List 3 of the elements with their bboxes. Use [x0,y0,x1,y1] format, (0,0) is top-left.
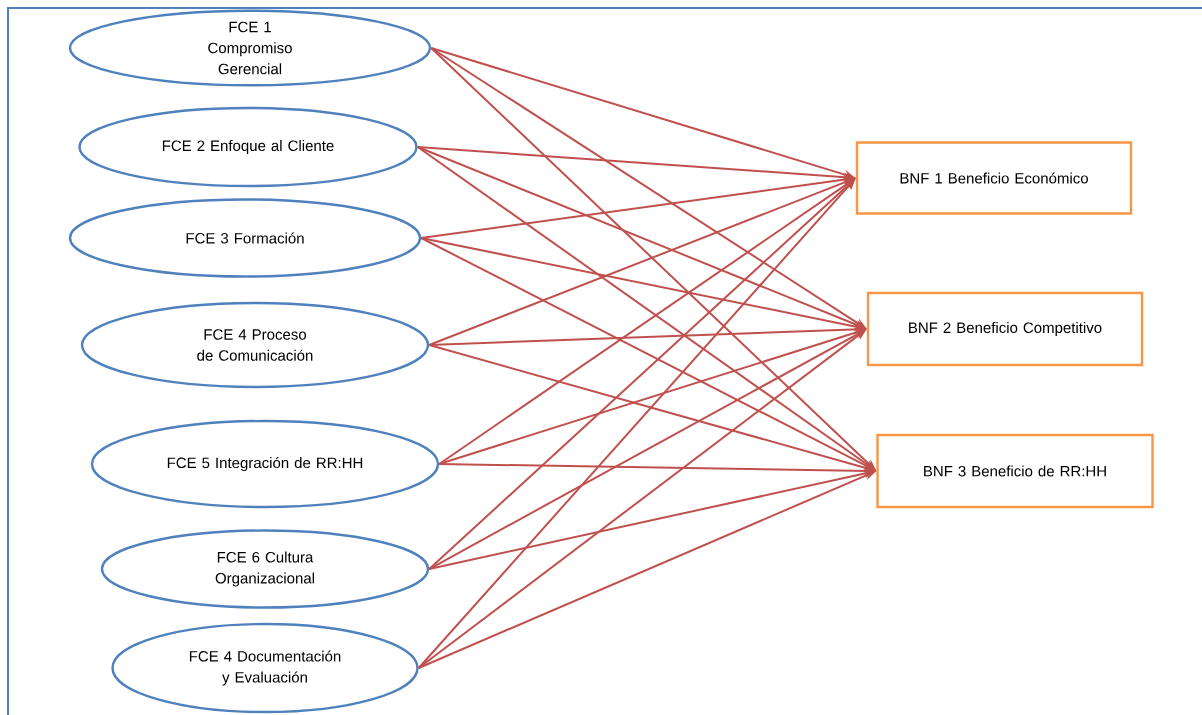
benefit-box: BNF 1 Beneficio Económico [855,141,1133,215]
benefit-box: BNF 2 Beneficio Competitivo [866,291,1144,367]
benefit-box: BNF 3 Beneficio de RR:HH [876,433,1154,509]
